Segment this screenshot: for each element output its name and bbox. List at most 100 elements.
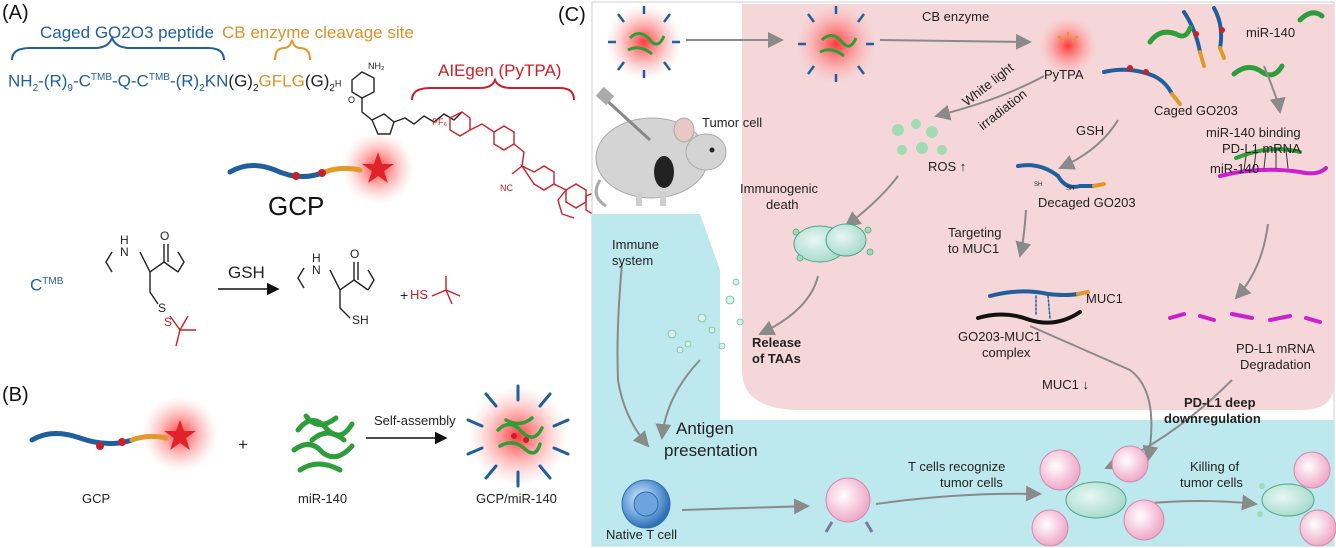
nh-n-right: N [312, 263, 321, 277]
pdl1-deep-label-2: downregulation [1164, 411, 1261, 426]
release-label-2: of TAAs [752, 351, 801, 366]
release-label-1: Release [752, 335, 802, 350]
mir140-top-label: miR-140 [1246, 25, 1296, 40]
gcp-b-icon [29, 396, 218, 472]
gsh-reaction-label: GSH [228, 263, 265, 282]
ctmb-label: CTMB [30, 276, 63, 295]
immunogenic-label-1: Immunogenic [740, 181, 819, 196]
aiegen-label: AIEgen (PyTPA) [438, 61, 562, 80]
gsh-c-label: GSH [1076, 123, 1105, 138]
cleavage-site-brace [274, 39, 311, 61]
plus-b: + [238, 435, 248, 454]
aiegen-brace [411, 77, 575, 101]
gcp-chemical-structure [351, 71, 463, 135]
pytpa-glow [1038, 16, 1098, 76]
tcells-recognize-label-2: tumor cells [940, 475, 1003, 490]
gcp-title: GCP [268, 191, 325, 221]
immunogenic-death-cells [792, 223, 874, 263]
antigen-label-2: presentation [664, 441, 758, 460]
nh-n-left: N [120, 245, 129, 259]
seq-g1-sub: 2 [252, 83, 259, 95]
native-t-cell-icon [621, 479, 671, 529]
self-assembly-label: Self-assembly [374, 413, 456, 428]
s-lower: S [164, 315, 173, 329]
ros-text: ROS [928, 159, 957, 174]
mir140-strands-top [1147, 10, 1325, 78]
arrow-tcell-recognize [875, 485, 1042, 505]
arrow-complex-muc1down [1029, 325, 1159, 462]
antigen-label-1: Antigen [676, 419, 734, 438]
tcell-tumor-cluster [1031, 445, 1165, 547]
chem-o: O [348, 95, 356, 105]
muc1-down-arrow: ↓ [1082, 377, 1089, 392]
arrow-native-tcell [681, 498, 810, 515]
pytpa-label: PyTPA [1044, 67, 1084, 82]
arrow-immune-antigen [616, 263, 650, 448]
tumor-region [742, 4, 1334, 410]
seq-c1: -C [72, 71, 91, 91]
gcp-b-label: GCP [82, 491, 111, 506]
immunogenic-label-2: death [766, 197, 799, 212]
arrow-pdl1-degradation [1234, 223, 1269, 300]
tbutyl-thiol-structure [431, 276, 461, 305]
tumor-cell-label: Tumor cell [702, 115, 763, 130]
seq-kn: KN [204, 71, 229, 91]
native-t-cell-label: Native T cell [606, 527, 678, 542]
seq-qc: -Q-C [112, 71, 149, 91]
mir140-mid-label: miR-140 [1210, 161, 1260, 176]
ctmb-structure [105, 244, 185, 305]
panel-a-graphics [11, 35, 607, 347]
activated-t-cell-icon [824, 477, 874, 533]
chem-nc: NC [500, 183, 513, 193]
arrow-death-release [758, 275, 819, 336]
panel-a-letter: (A) [2, 2, 29, 24]
nh-h-right: H [312, 251, 321, 265]
ros-up-arrow: ↑ [959, 159, 967, 174]
caged-go203-label: Caged GO203 [1154, 103, 1238, 118]
pdl1-deep-label-1: PD-L1 deep [1184, 395, 1256, 410]
peptide-sequence: NH2-(R)9-CTMB-Q-CTMB-(R)2KN(G)2GFLG(G)2H [8, 72, 341, 94]
o-left: O [160, 229, 170, 243]
chem-nh2: NH₂ [368, 61, 385, 71]
seq-g1: (G) [228, 71, 253, 91]
seq-g2: (G) [304, 71, 330, 91]
panel-b-graphics [29, 384, 570, 488]
gcp-mir140-label: GCP/miR-140 [476, 491, 557, 506]
arrow-pytpa-ros [934, 75, 1045, 121]
caged-peptide-label: Caged GO2O3 peptide [40, 23, 214, 42]
ctmb-c: C [30, 275, 43, 295]
seq-g2-sub: 2 [329, 83, 335, 95]
cb-enzyme-label: CB enzyme [922, 9, 990, 24]
killing-label-1: Killing of [1190, 459, 1240, 474]
chem-pf6: PF₆ [432, 117, 448, 127]
panel-c-graphics [591, 1, 1336, 547]
seq-gflg: GFLG [258, 71, 305, 91]
mir140-b-label: miR-140 [298, 491, 348, 506]
o-right: O [350, 247, 360, 261]
immune-system-label-2: system [612, 253, 654, 268]
ctmb-sup: TMB [42, 276, 64, 287]
caged-go203-chains [1102, 6, 1226, 106]
targeting-label-1: Targeting [948, 225, 1002, 240]
arrow-np2-pytpa [879, 33, 1032, 50]
ros-label: ROS ↑ [928, 159, 967, 174]
seq-r2: -(R) [169, 71, 200, 91]
arrow-decaged-targeting [1015, 209, 1032, 258]
seq-r9: -(R) [38, 71, 68, 91]
go203-muc1-complex [976, 289, 1090, 325]
panel-b-letter: (B) [2, 384, 29, 406]
mir-mrna-duplex [1218, 147, 1328, 178]
complex-label-2: complex [982, 345, 1031, 360]
killing-cluster [1257, 451, 1336, 547]
nanoparticle-1 [606, 4, 682, 80]
killing-label-2: tumor cells [1180, 475, 1243, 490]
arrow-release-antigen [655, 359, 701, 440]
muc1-down-text: MUC1 [1042, 377, 1079, 392]
hs-label: HS [410, 287, 429, 302]
immune-region [592, 214, 1334, 546]
degradation-label: Degradation [1240, 357, 1311, 372]
ros-dots [892, 119, 947, 155]
decaged-label: Decaged GO203 [1038, 195, 1136, 210]
